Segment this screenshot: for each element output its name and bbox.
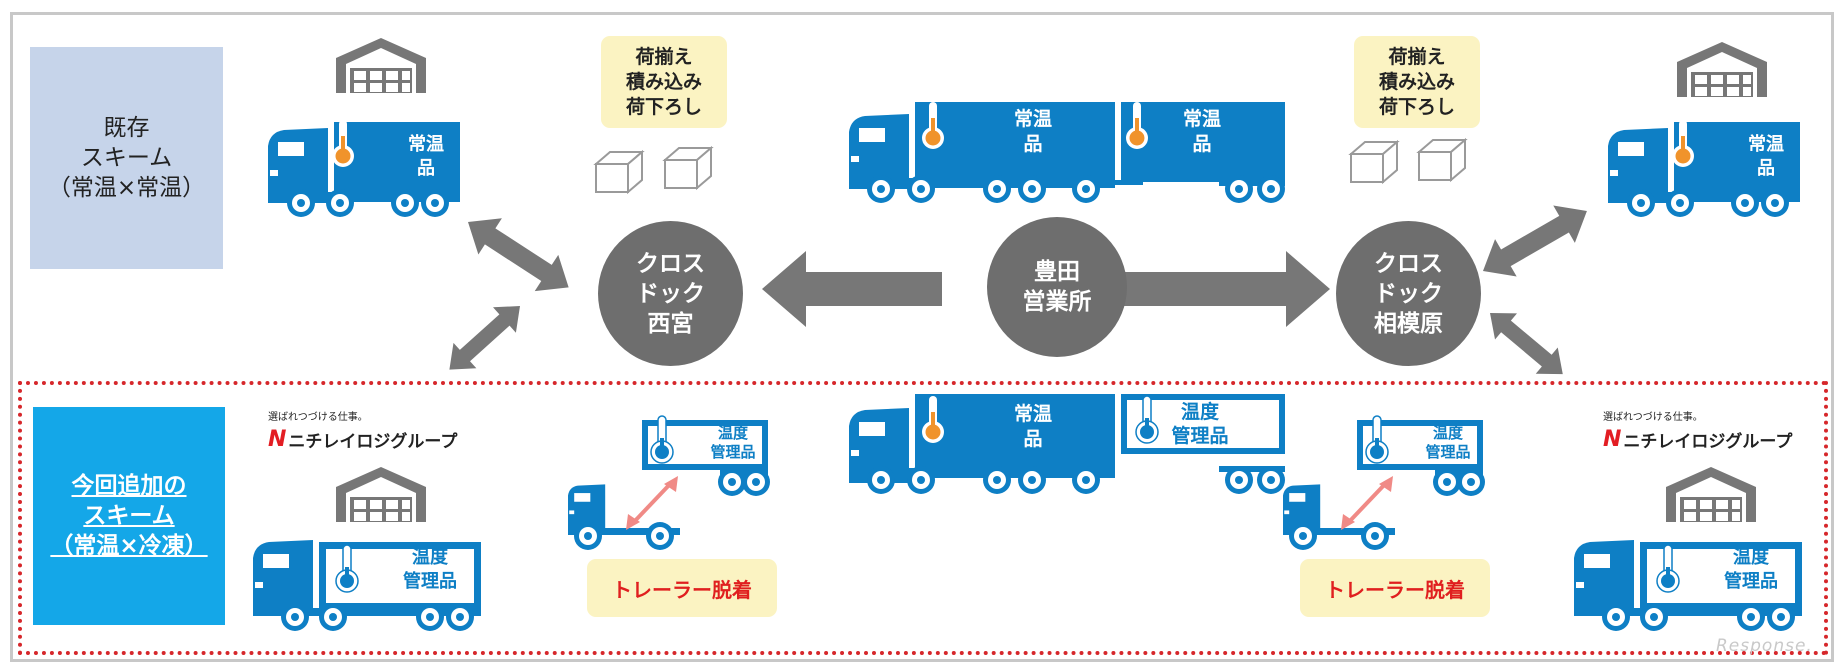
double-trailer-ambient-truck-icon <box>849 102 1285 203</box>
route-arrow-right <box>1122 251 1330 327</box>
diagonal-arrow <box>1479 299 1574 388</box>
cargo-label-line: 温度 <box>1733 547 1769 568</box>
cargo-label-line: 品 <box>1192 133 1212 155</box>
cargo-label-line: 温度 <box>1180 401 1219 423</box>
truck-cargo-label: 常温 品 <box>1003 107 1063 157</box>
logo-name: ニチレイロジグループ <box>288 432 458 452</box>
hub-nishinomiya: クロス ドック 西宮 <box>598 221 743 366</box>
trailer-swap-icon <box>1283 415 1485 550</box>
hub-sagamihara: クロス ドック 相模原 <box>1336 221 1481 366</box>
double-trailer-mixed-truck-icon <box>849 394 1285 494</box>
cargo-label-line: 品 <box>1023 133 1043 155</box>
cargo-label-line: 常温 <box>1748 134 1784 155</box>
trailer-swap-note-left: トレーラー脱着 <box>587 559 777 617</box>
logo-mark: N <box>1603 427 1622 452</box>
logo-tagline: 選ばれつづける仕事。 <box>1603 412 1703 423</box>
cargo-label-line: 品 <box>1023 428 1043 450</box>
logo-mark: N <box>268 427 287 452</box>
existing-scheme-line: 既存 <box>103 115 150 141</box>
truck-cargo-label: 常温 品 <box>398 133 454 181</box>
hub-label-line: ドック <box>1374 280 1443 307</box>
watermark: Response. <box>1716 636 1813 656</box>
diagonal-arrow <box>1472 192 1598 290</box>
cargo-label-line: 温度 <box>1432 424 1463 442</box>
truck-cargo-label: 温度 管理品 <box>386 546 474 594</box>
cargo-op-line: 荷揃え <box>1388 45 1446 68</box>
hub-label-line: 豊田 <box>1034 259 1080 285</box>
frozen-truck-icon <box>253 540 481 631</box>
warehouse-icon <box>336 38 426 93</box>
cargo-op-line: 積み込み <box>1378 70 1455 93</box>
cargo-ops-note-left: 荷揃え 積み込み 荷下ろし <box>601 36 727 128</box>
cargo-label-line: 管理品 <box>1724 571 1778 592</box>
truck-cargo-label: 温度 管理品 <box>1416 424 1480 462</box>
cargo-label-line: 管理品 <box>403 571 457 592</box>
truck-cargo-label: 常温 品 <box>1172 107 1232 157</box>
added-scheme-line: 今回追加の <box>71 473 187 499</box>
trailer-swap-text: トレーラー脱着 <box>612 577 752 602</box>
cargo-label-line: 温度 <box>412 547 448 568</box>
cargo-label-line: 品 <box>417 158 435 179</box>
cargo-label-line: 管理品 <box>710 443 756 461</box>
truck-cargo-label: 温度 管理品 <box>701 424 765 462</box>
truck-cargo-label: 温度 管理品 <box>1707 546 1795 594</box>
cargo-op-line: 荷下ろし <box>625 95 702 118</box>
trailer-swap-icon <box>568 415 770 550</box>
warehouse-icon <box>1677 42 1767 97</box>
diagonal-arrow <box>437 293 532 383</box>
cargo-op-line: 積み込み <box>625 70 702 93</box>
hub-label-line: クロス <box>1374 250 1443 277</box>
hub-label-line: クロス <box>636 250 705 277</box>
truck-cargo-label: 常温 品 <box>1003 402 1063 452</box>
hub-label-line: 相模原 <box>1374 310 1443 337</box>
trailer-swap-note-right: トレーラー脱着 <box>1300 559 1490 617</box>
diagram-frame <box>10 12 1834 662</box>
route-arrow-left <box>762 251 942 327</box>
truck-cargo-label: 温度 管理品 <box>1160 400 1240 448</box>
added-scheme-label: 今回追加の スキーム （常温×冷凍） <box>33 407 225 625</box>
cargo-label-line: 常温 <box>1182 108 1221 130</box>
hub-label-line: ドック <box>636 280 705 307</box>
logo-name: ニチレイロジグループ <box>1623 432 1793 452</box>
cargo-label-line: 常温 <box>1013 108 1052 130</box>
frozen-truck-icon <box>1574 540 1802 631</box>
hub-label-line: 営業所 <box>1022 289 1092 315</box>
existing-scheme-label: 既存 スキーム （常温×常温） <box>30 47 223 269</box>
cargo-label-line: 常温 <box>408 134 444 155</box>
boxes-icon <box>1350 139 1466 183</box>
cargo-label-line: 管理品 <box>1171 425 1229 447</box>
logo-tagline: 選ばれつづける仕事。 <box>268 412 368 423</box>
cargo-label-line: 温度 <box>717 424 748 442</box>
cargo-op-line: 荷揃え <box>635 45 693 68</box>
cargo-label-line: 常温 <box>1013 403 1052 425</box>
existing-scheme-line: （常温×常温） <box>47 175 206 201</box>
warehouse-icon <box>336 467 426 522</box>
hub-toyota: 豊田 営業所 <box>987 217 1127 357</box>
boxes-icon <box>595 147 712 193</box>
added-scheme-border <box>18 381 1828 655</box>
added-scheme-line: （常温×冷凍） <box>50 533 208 559</box>
added-scheme-line: スキーム <box>83 503 175 529</box>
cargo-label-line: 品 <box>1757 158 1775 179</box>
cargo-label-line: 管理品 <box>1425 443 1471 461</box>
ambient-truck-icon <box>268 120 460 217</box>
existing-scheme-line: スキーム <box>80 145 173 171</box>
warehouse-icon <box>1666 467 1756 522</box>
truck-cargo-label: 常温 品 <box>1738 133 1794 181</box>
diagonal-arrow <box>456 203 581 306</box>
trailer-swap-text: トレーラー脱着 <box>1325 577 1465 602</box>
cargo-op-line: 荷下ろし <box>1378 95 1455 118</box>
hub-label-line: 西宮 <box>647 310 694 337</box>
ambient-truck-icon <box>1608 120 1800 217</box>
cargo-ops-note-right: 荷揃え 積み込み 荷下ろし <box>1354 36 1480 128</box>
